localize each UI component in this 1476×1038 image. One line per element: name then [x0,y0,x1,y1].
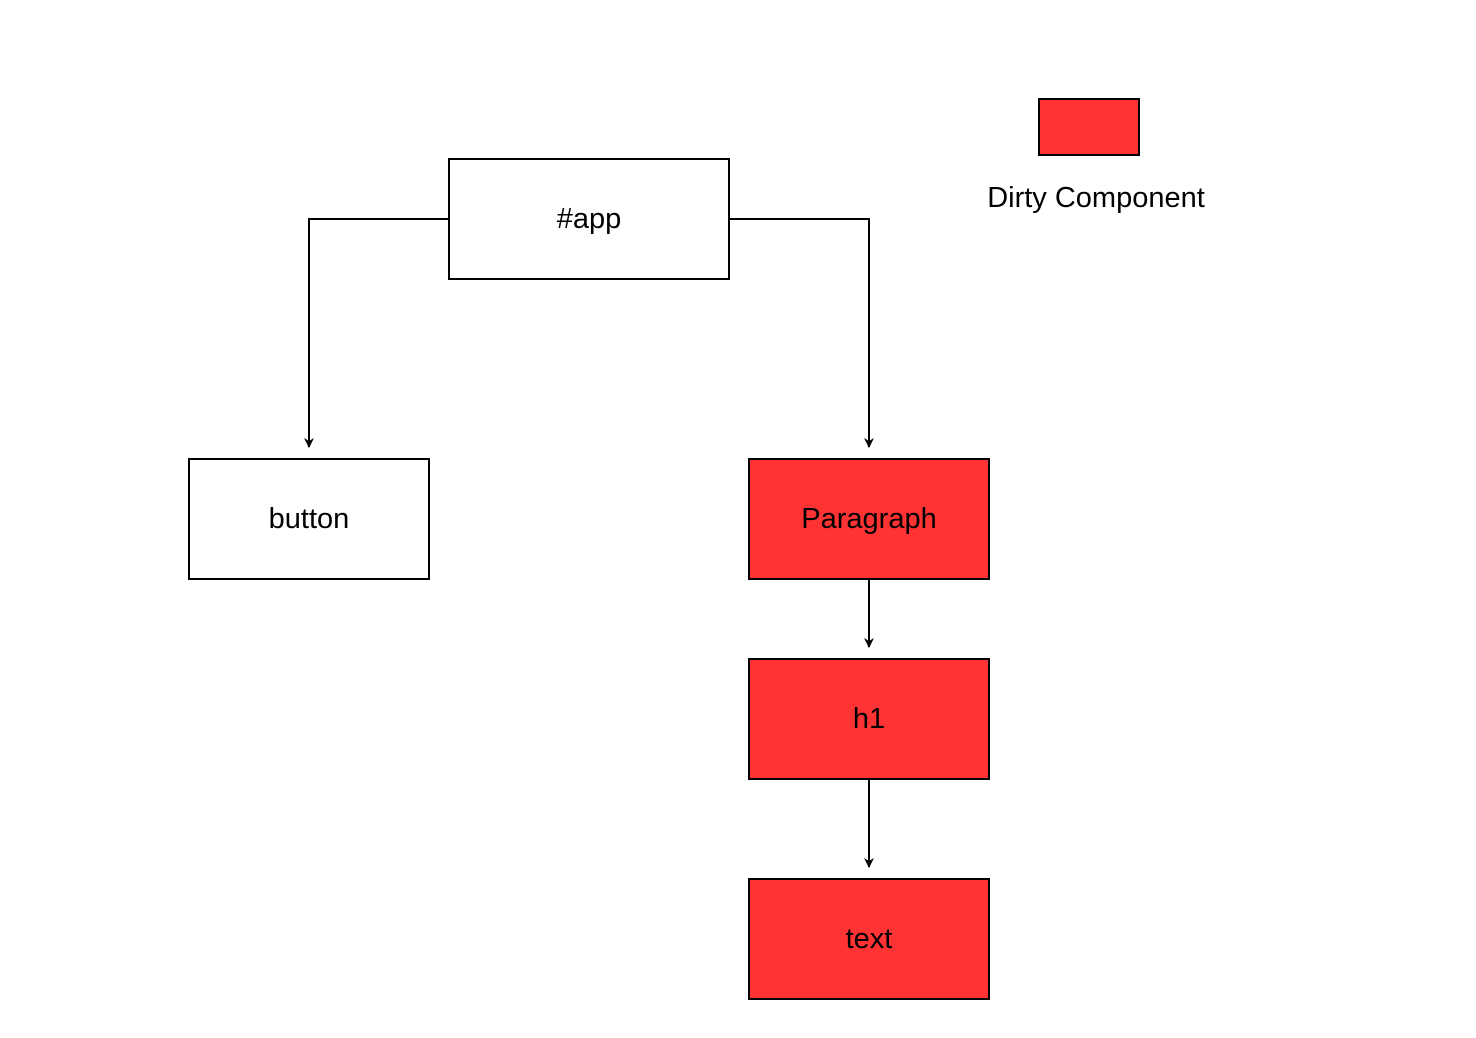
node-text: text [748,878,990,1000]
node-h1: h1 [748,658,990,780]
node-paragraph-label: Paragraph [801,502,937,535]
node-paragraph: Paragraph [748,458,990,580]
node-app-label: #app [556,202,622,235]
edge-app-to-button [304,218,448,448]
node-app: #app [448,158,730,280]
edge-app-to-paragraph [730,218,874,448]
node-text-label: text [845,922,893,955]
legend-label: Dirty Component [987,182,1205,214]
legend-swatch [1038,98,1140,156]
node-button: button [188,458,430,580]
node-button-label: button [268,502,350,535]
node-h1-label: h1 [852,702,886,735]
